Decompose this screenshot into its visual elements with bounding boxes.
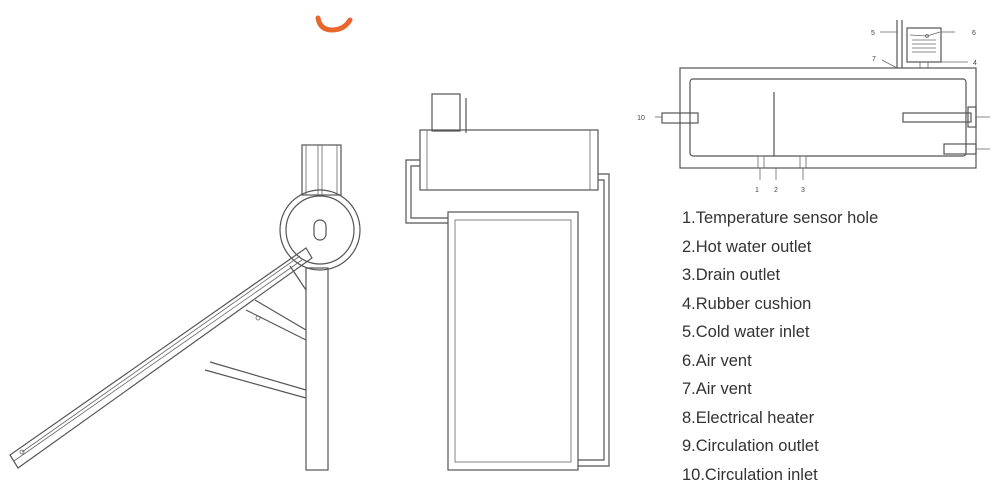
legend-item: 3.Drain outlet [682,261,878,290]
legend-item: 10.Circulation inlet [682,461,878,489]
logo-fragment [318,18,350,30]
callout-6: 6 [972,30,976,37]
legend-item: 6.Air vent [682,347,878,376]
legend-item: 1.Temperature sensor hole [682,204,878,233]
callout-10: 10 [637,115,645,122]
callout-1: 1 [755,187,759,194]
callout-4: 4 [973,60,977,67]
legend-item: 8.Electrical heater [682,404,878,433]
legend-item: 5.Cold water inlet [682,318,878,347]
callout-3: 3 [801,187,805,194]
callout-2: 2 [774,187,778,194]
callout-5: 5 [871,30,875,37]
legend-item: 4.Rubber cushion [682,290,878,319]
legend-item: 9.Circulation outlet [682,432,878,461]
legend-item: 7.Air vent [682,375,878,404]
callout-7: 7 [872,56,876,63]
front-view [406,94,609,470]
tank-section-view: 1 2 3 4 5 6 7 10 [637,20,990,194]
parts-legend: 1.Temperature sensor hole 2.Hot water ou… [682,204,878,489]
side-view [10,145,360,470]
legend-item: 2.Hot water outlet [682,233,878,262]
